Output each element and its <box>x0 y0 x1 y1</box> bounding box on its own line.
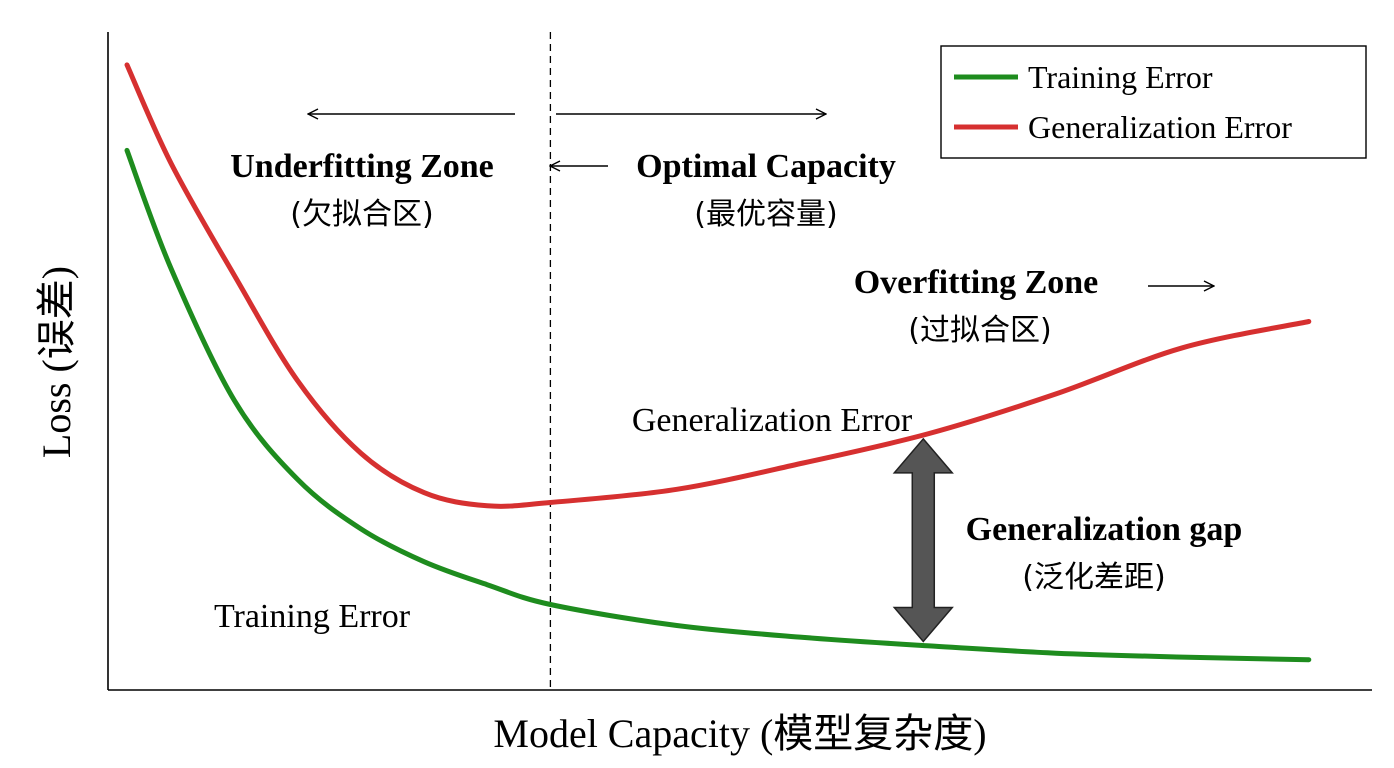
optimal-capacity-title: Optimal Capacity <box>636 148 896 185</box>
training-error-line <box>124 147 1312 663</box>
training-error-curve-label: Training Error <box>214 598 411 635</box>
generalization-gap-subtitle: (泛化差距) <box>1022 560 1165 595</box>
generalization-gap-arrow <box>892 437 954 643</box>
overfitting-zone-title: Overfitting Zone <box>854 264 1099 301</box>
generalization-error-line <box>124 62 1312 509</box>
generalization-error-curve-label: Generalization Error <box>632 402 913 439</box>
optimal-capacity-subtitle: (最优容量) <box>694 197 837 232</box>
y-axis-label: Loss (误差) <box>34 266 79 458</box>
legend-box <box>940 45 1367 159</box>
generalization-gap-title: Generalization gap <box>966 511 1243 548</box>
x-axis-label: Model Capacity (模型复杂度) <box>493 711 986 756</box>
overfitting-zone-subtitle: (过拟合区) <box>908 313 1051 348</box>
underfitting-zone-subtitle: (欠拟合区) <box>290 197 433 232</box>
legend-label-generalization-error: Generalization Error <box>1028 109 1292 145</box>
legend-label-training-error: Training Error <box>1028 59 1213 95</box>
underfitting-zone-title: Underfitting Zone <box>230 148 494 185</box>
legend: Training Error Generalization Error <box>940 45 1367 159</box>
